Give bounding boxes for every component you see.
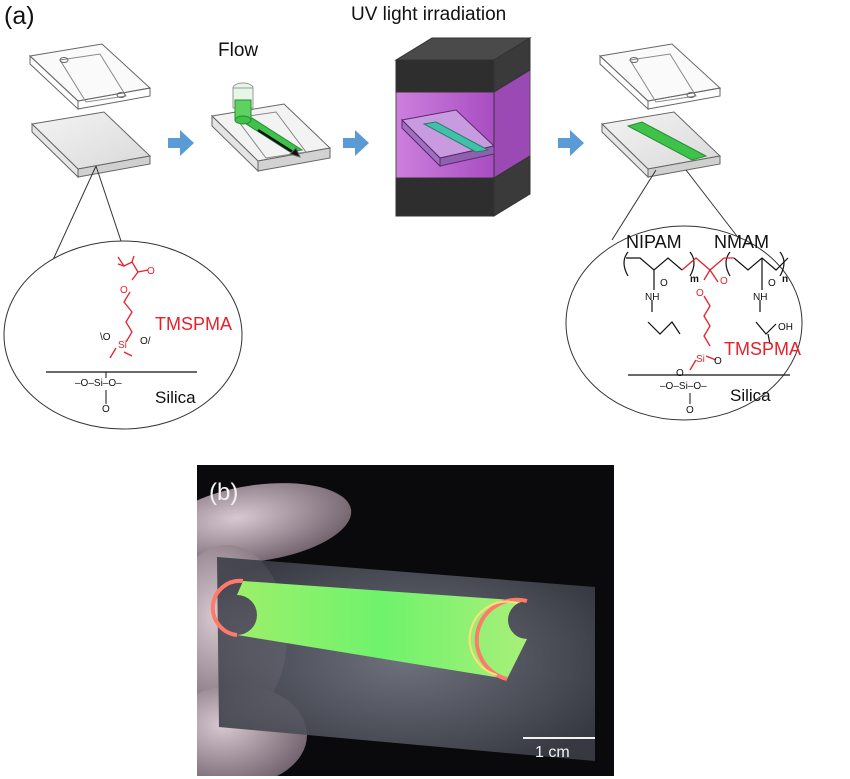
silica-o-left: O: [102, 404, 110, 415]
si-label-right: Si: [696, 354, 705, 365]
svg-text:O: O: [720, 276, 728, 287]
svg-text:O: O: [714, 356, 722, 367]
uv-irradiation-label: UV light irradiation: [351, 4, 507, 25]
oh-label: OH: [778, 322, 793, 333]
nipam-label: NIPAM: [626, 232, 682, 252]
scale-bar: [523, 737, 595, 739]
flow-label: Flow: [218, 40, 259, 61]
mold-top-2: [598, 43, 722, 111]
syringe-icon: [232, 82, 254, 125]
si-label-left: Si: [118, 340, 127, 351]
callout-left: [3, 165, 243, 430]
substrate-2: [600, 111, 722, 179]
tmspma-label-right: TMSPMA: [724, 339, 801, 359]
silica-o-right: O: [686, 405, 694, 416]
svg-text:O: O: [676, 368, 684, 379]
polymer-atoms: O O O O O O: [660, 276, 776, 379]
polymer-backbone: [623, 251, 789, 345]
svg-text:O: O: [696, 288, 704, 299]
silica-label-right: Silica: [730, 386, 771, 405]
silica-label-left: Silica: [155, 388, 196, 407]
silica-chain-left: –O–Si–O–: [75, 378, 122, 389]
arrow-1: [168, 130, 194, 156]
mold-top-1: [28, 43, 152, 111]
panel-a-label: (a): [4, 2, 35, 30]
tmspma-structure-left: [109, 255, 149, 359]
subscript-m: m: [690, 274, 699, 285]
svg-text:\O: \O: [100, 332, 111, 343]
silane-left: \O O/: [100, 332, 151, 347]
callout-right: [565, 169, 803, 421]
photo-illustration: [197, 483, 595, 776]
nh-label-2: NH: [753, 292, 767, 303]
svg-text:O/: O/: [140, 336, 151, 347]
flow-device: [210, 103, 332, 173]
svg-text:O: O: [660, 278, 668, 289]
svg-text:O: O: [147, 266, 155, 277]
scale-bar-label: 1 cm: [535, 744, 570, 761]
panel-b-label: (b): [209, 479, 239, 506]
arrow-3: [558, 130, 584, 156]
arrow-2: [343, 130, 369, 156]
uv-chamber: [394, 37, 532, 217]
tmspma-label-left: TMSPMA: [155, 314, 232, 334]
nh-label-1: NH: [645, 292, 659, 303]
substrate-1: [30, 111, 152, 179]
svg-text:O: O: [768, 278, 776, 289]
nmam-label: NMAM: [714, 232, 769, 252]
svg-text:O: O: [120, 285, 128, 296]
tmspma-text-left: O O: [120, 266, 155, 296]
polymer-red-segment: [681, 257, 734, 371]
subscript-n: n: [782, 274, 788, 285]
silica-chain-right: –O–Si–O–: [660, 381, 707, 392]
photo-panel-b: (b) 1 cm: [197, 465, 614, 776]
